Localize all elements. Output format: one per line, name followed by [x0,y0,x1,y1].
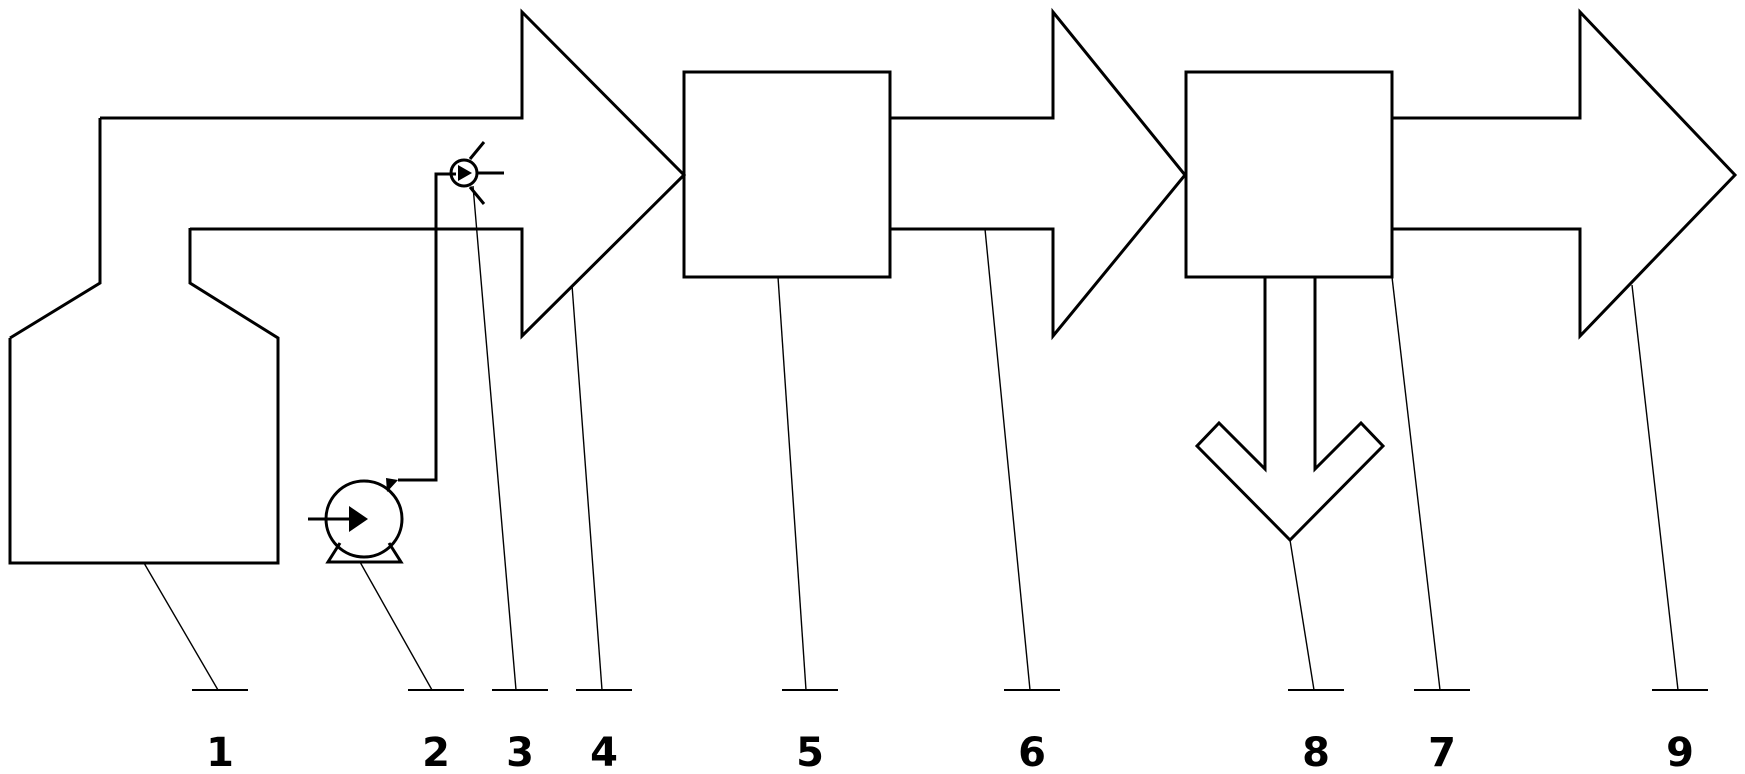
pump-discharge-pipe [398,172,456,482]
label-8: 8 [1302,730,1330,774]
flow-arrow-4 [100,8,687,340]
flow-arrow-6 [890,7,1187,341]
vessel-neck-left [9,118,102,340]
leader-line-9 [1631,284,1679,691]
label-1: 1 [206,730,234,774]
label-9: 9 [1666,730,1694,774]
spray-nozzle-icon [449,141,504,205]
leader-line-8 [1289,539,1315,691]
label-4: 4 [590,730,618,774]
pump-icon [308,478,404,564]
label-5: 5 [796,730,824,774]
process-unit-5 [682,70,892,279]
vessel-body [8,228,280,565]
leader-line-6 [984,228,1031,691]
outlet-arrow-8 [1194,277,1386,543]
flow-arrow-9 [1392,8,1738,340]
process-unit-7 [1184,70,1394,279]
leader-line-2 [359,561,433,691]
label-3: 3 [506,730,534,774]
leader-line-3 [472,185,517,691]
leader-line-4 [571,284,603,691]
label-7: 7 [1428,730,1456,774]
label-6: 6 [1018,730,1046,774]
leader-line-1 [143,562,219,691]
label-2: 2 [422,730,450,774]
leader-line-5 [777,276,807,691]
leader-line-7 [1391,276,1441,691]
